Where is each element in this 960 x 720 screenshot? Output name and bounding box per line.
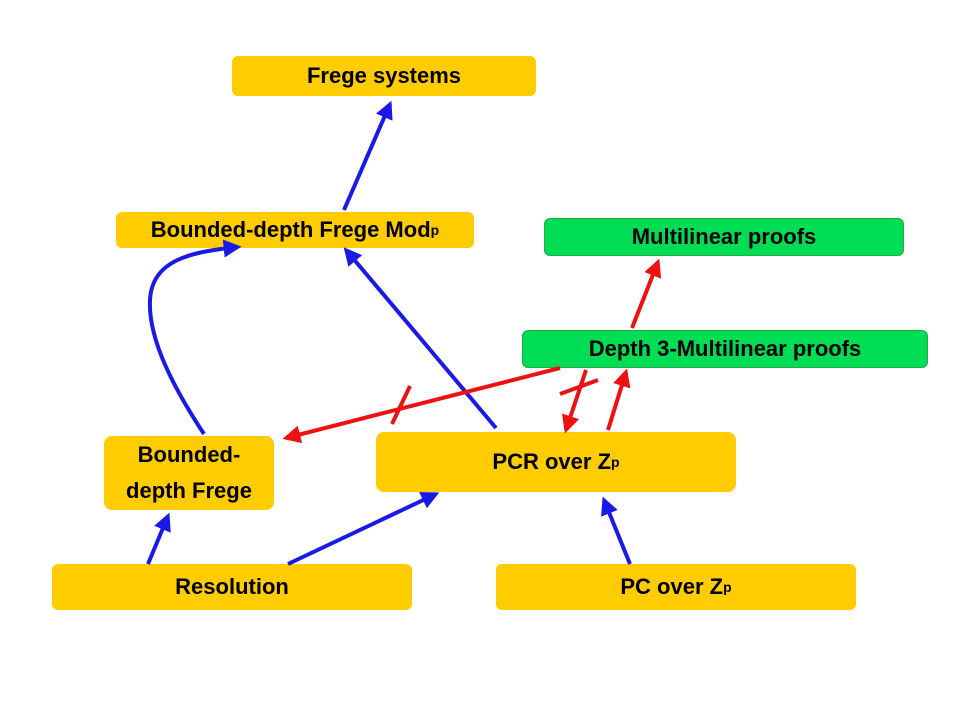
node-bounded-depth-frege-line2: depth Frege bbox=[126, 478, 252, 503]
node-frege-systems-label: Frege systems bbox=[306, 63, 462, 89]
node-multilinear-proofs-label: Multilinear proofs bbox=[631, 224, 817, 250]
edge-depth3-to-multilinear bbox=[630, 258, 662, 329]
node-multilinear-proofs: Multilinear proofs bbox=[544, 218, 904, 256]
node-depth3-multilinear-proofs-label: Depth 3-Multilinear proofs bbox=[588, 336, 862, 362]
edge-pcr-to-depth3 bbox=[606, 368, 631, 431]
edge-depth3-to-bounded-depth-frege bbox=[282, 366, 561, 444]
edge-depth3-to-bounded-depth-frege-cross-mark bbox=[390, 385, 412, 425]
edge-resolution-to-bounded-depth-frege bbox=[146, 512, 171, 565]
edge-mod-p-to-frege bbox=[342, 100, 393, 211]
edge-pcr-to-mod-p bbox=[343, 247, 498, 430]
edge-pc-to-pcr bbox=[601, 496, 632, 565]
edge-resolution-to-pcr bbox=[287, 492, 440, 566]
edge-bounded-depth-frege-to-mod-p bbox=[147, 239, 242, 436]
node-bounded-depth-frege-line1: Bounded- bbox=[137, 442, 241, 467]
node-bounded-depth-frege: Bounded- depth Frege bbox=[104, 436, 274, 510]
node-resolution: Resolution bbox=[52, 564, 412, 610]
edge-depth3-to-pcr bbox=[562, 369, 588, 434]
node-pcr-over-zp-label: PCR over Z bbox=[492, 449, 612, 475]
edge-depth3-to-pcr-cross-mark bbox=[559, 378, 599, 396]
node-bounded-depth-frege-mod-p-label: Bounded-depth Frege Mod bbox=[150, 217, 431, 243]
node-resolution-label: Resolution bbox=[175, 574, 289, 600]
node-depth3-multilinear-proofs: Depth 3-Multilinear proofs bbox=[522, 330, 928, 368]
node-frege-systems: Frege systems bbox=[232, 56, 536, 96]
node-pc-over-zp-label: PC over Z bbox=[620, 574, 724, 600]
